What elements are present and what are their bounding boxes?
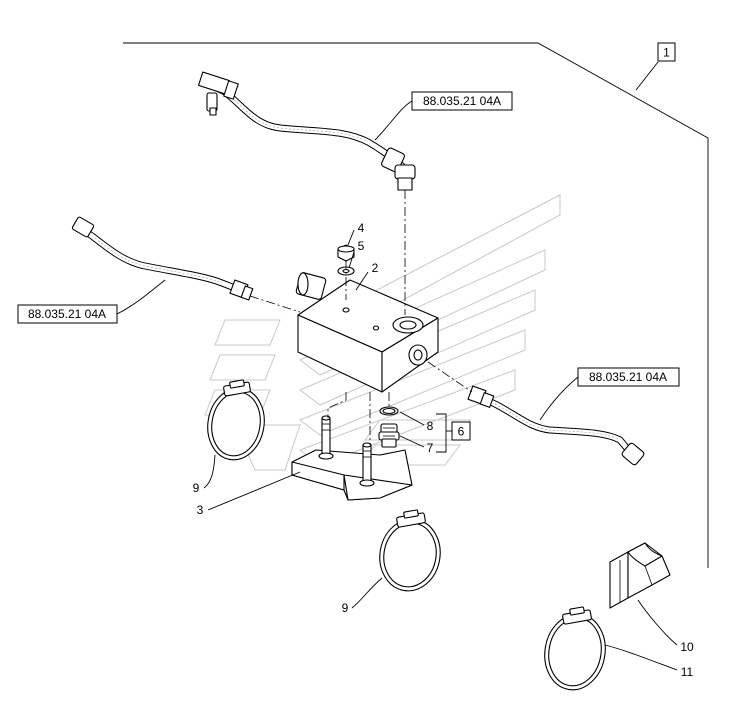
callout-8-label: 8 [427,419,434,433]
hose-clamp-bottom [544,606,606,691]
callout-box-6[interactable]: 6 [451,421,471,441]
oring-and-fitting [378,406,400,448]
hose-clamp-left [207,379,265,461]
callout-3-leader [207,471,301,511]
reference-box-left[interactable]: 88.035.21 04A [17,304,118,324]
callout-10-label: 10 [680,640,694,654]
callout-9-left-label: 9 [193,481,200,495]
top-pipe [197,71,416,191]
callout-6-bracket [436,413,447,453]
callout-9-middle-label: 9 [342,601,349,615]
nut-and-washer [337,244,355,276]
assembly-boundary-line [123,42,709,568]
callout-1-leader [635,61,659,91]
callout-11-leader [604,644,678,671]
valve-block [295,272,439,393]
bracket-plate [291,415,413,501]
reference-top-label: 88.035.21 04A [423,94,501,108]
reference-top-leader [374,100,413,141]
callout-2-label: 2 [372,261,379,275]
left-pipe [71,216,254,301]
reference-right-label: 88.035.21 04A [589,370,667,384]
reference-left-leader [116,279,166,315]
callout-1-label: 1 [663,46,670,60]
callout-4-leader [347,229,355,246]
callout-5-leader [348,251,355,269]
callout-10-leader [637,599,678,646]
callout-9-middle-leader [351,577,383,609]
reference-right-leader [539,376,579,421]
centerlines [249,190,473,445]
rubber-block [609,542,671,609]
callout-3-label: 3 [197,503,204,517]
callout-8-leader [399,411,425,426]
right-pipe [467,385,645,466]
reference-box-right[interactable]: 88.035.21 04A [577,367,680,387]
callout-5-label: 5 [358,239,365,253]
reference-left-label: 88.035.21 04A [28,307,106,321]
callout-4-label: 4 [358,221,365,235]
callout-box-1[interactable]: 1 [657,42,676,62]
callout-2-leader [355,271,369,291]
callout-7-leader [399,435,425,448]
callout-11-label: 11 [681,665,694,679]
callout-9-left-leader [203,454,216,489]
callout-7-label: 7 [427,441,434,455]
callout-6-label: 6 [458,425,465,439]
hose-clamp-middle [379,509,441,592]
reference-box-top[interactable]: 88.035.21 04A [411,91,513,111]
